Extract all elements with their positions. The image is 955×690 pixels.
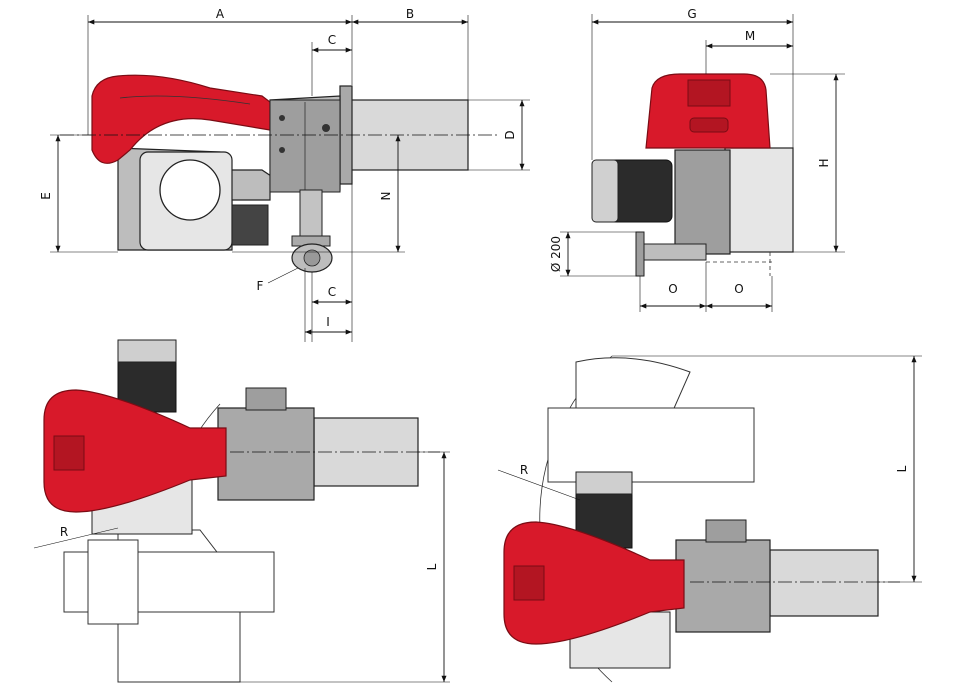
blast-tube — [349, 99, 469, 171]
dim-label-C-bottom: C — [328, 285, 336, 299]
dim-label-D: D — [503, 130, 517, 139]
front-view: G M H Ø 200 O O — [549, 7, 845, 312]
side-view: A B C D E N F C I — [39, 7, 530, 342]
top-view-right: R L — [497, 355, 922, 683]
dim-label-G: G — [687, 7, 696, 21]
dim-label-L-right: L — [895, 465, 909, 472]
gas-pipe — [299, 189, 323, 241]
servo-motor — [231, 204, 269, 246]
gas-inlet-flange — [635, 231, 645, 277]
front-red-cover — [645, 73, 771, 149]
dim-label-E: E — [39, 192, 53, 200]
dim-label-N: N — [379, 192, 393, 201]
top-left-red-cover — [43, 389, 227, 513]
dim-label-L-left: L — [425, 563, 439, 570]
dim-label-F: F — [257, 279, 264, 293]
front-body — [724, 147, 794, 253]
dim-label-R-left: R — [60, 525, 68, 539]
dim-label-O-right: O — [734, 282, 743, 296]
dim-label-C-top: C — [328, 33, 336, 47]
dim-label-R-right: R — [520, 463, 528, 477]
dim-label-O-left: O — [668, 282, 677, 296]
dim-label-B: B — [406, 7, 414, 21]
top-right-red-cover — [503, 521, 685, 645]
top-view-left: R L — [33, 339, 450, 683]
dim-label-I: I — [326, 315, 330, 329]
top-right-blast-tube — [769, 549, 879, 617]
dim-label-M: M — [745, 29, 755, 43]
fan-inlet — [159, 159, 221, 221]
dim-label-diameter: Ø 200 — [549, 236, 563, 272]
dim-label-A: A — [216, 7, 225, 21]
dim-label-H: H — [817, 158, 831, 167]
